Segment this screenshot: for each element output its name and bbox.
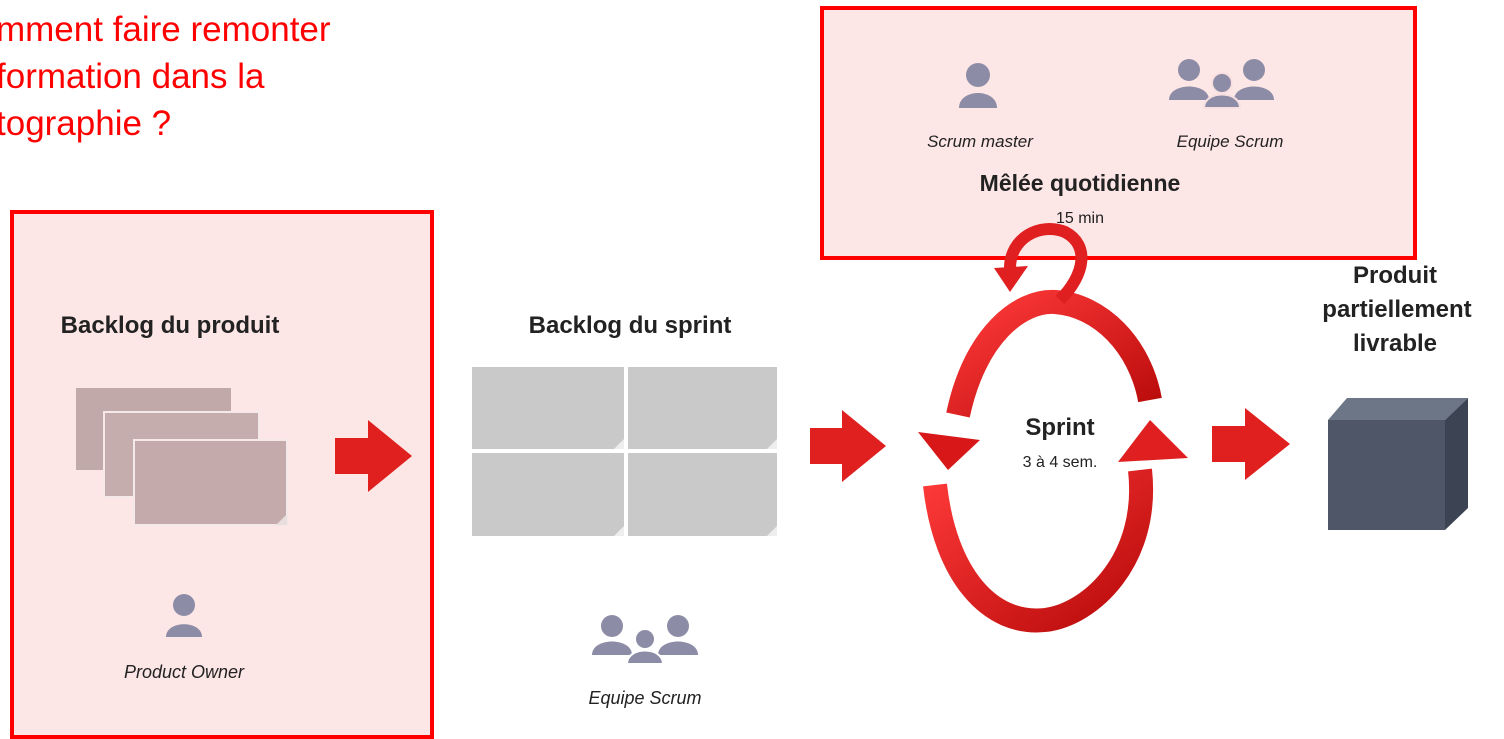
scrum-master-label: Scrum master [927,132,1033,151]
product-title-line1: Produit [1353,262,1437,289]
sprint-backlog-cards-icon [472,367,777,536]
product-backlog-title: Backlog du produit [60,312,280,339]
sprint-title: Sprint [1025,414,1095,441]
arrow-right-icon-2 [810,410,886,482]
product-cube-icon [1328,398,1468,530]
product-title-line3: livrable [1352,330,1438,357]
product-owner-person-icon [166,594,202,637]
daily-scrum-duration: 15 min [1055,210,1105,227]
scrum-master-person-icon [959,63,997,108]
product-title-line2: partiellement [1322,296,1472,323]
daily-scrum-title: Mêlée quotidienne [979,170,1181,196]
product-owner-label: Product Owner [123,662,245,682]
arrow-right-icon-1 [335,420,412,492]
question-text: mment faire remonter formation dans la t… [0,10,331,143]
sprint-cycle-icon [918,223,1188,633]
daily-team-label: Equipe Scrum [1176,132,1284,151]
sprint-backlog-title: Backlog du sprint [528,312,732,339]
daily-team-icon [1169,59,1274,109]
sprint-duration: 3 à 4 sem. [1022,454,1098,471]
product-backlog-cards-icon [76,388,288,526]
daily-scrum-highlight [820,6,1417,260]
arrow-right-icon-3 [1212,408,1290,480]
sprint-team-icon [592,615,698,665]
sprint-team-label: Equipe Scrum [588,688,702,708]
